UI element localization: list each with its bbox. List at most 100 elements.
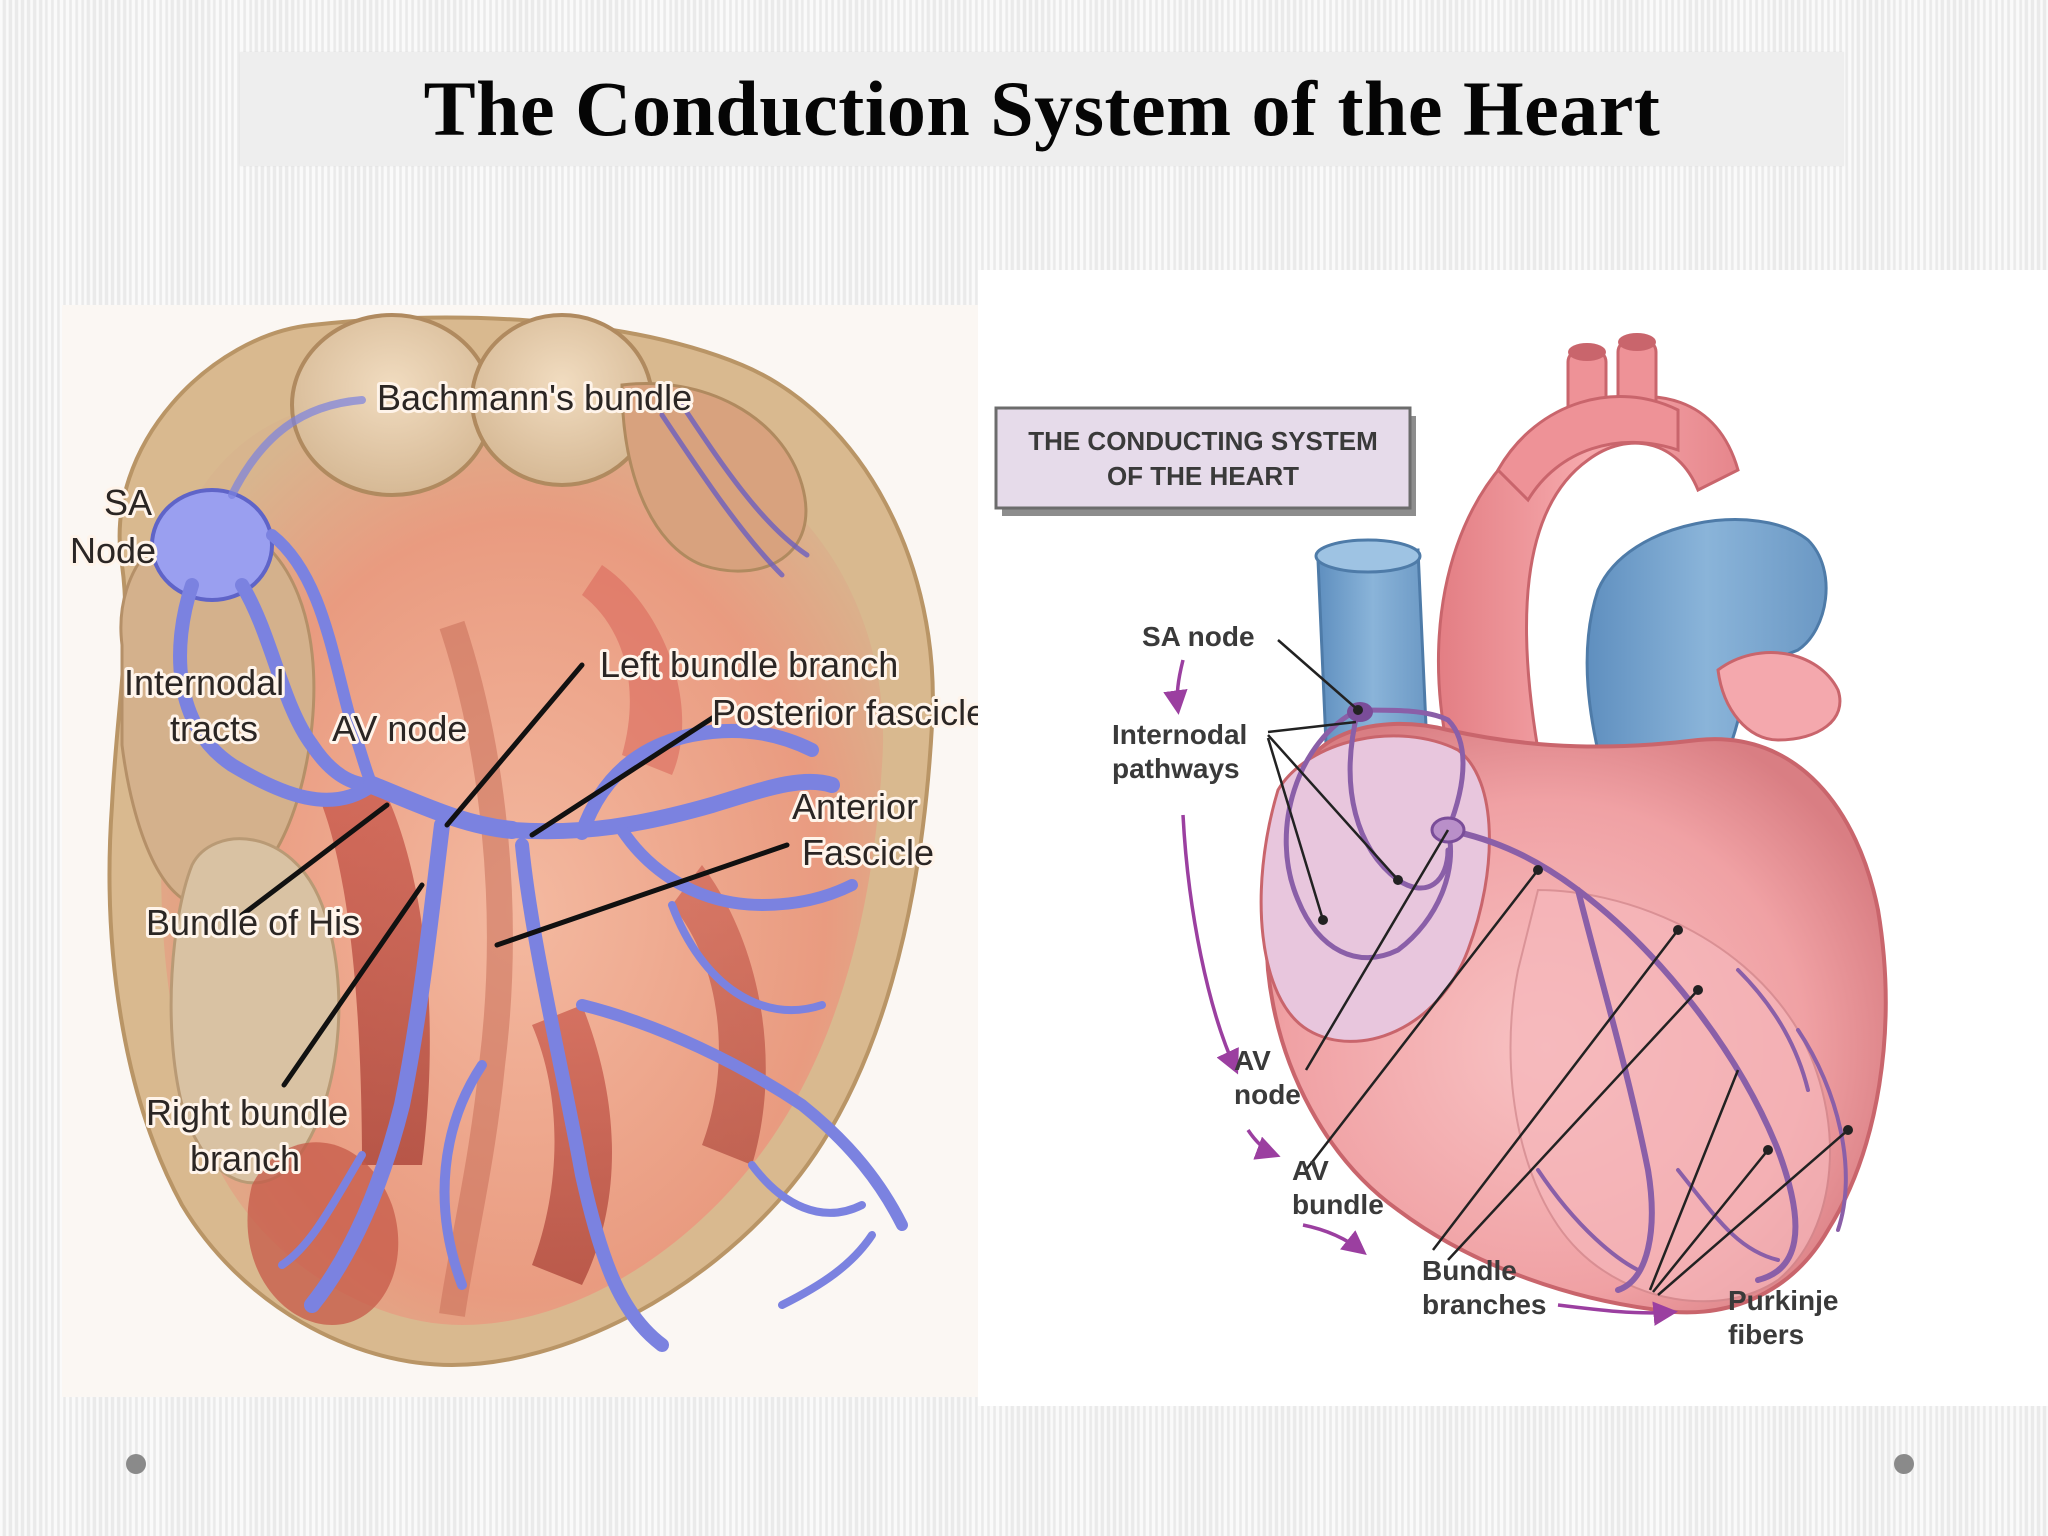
label-internodal-line1: Internodal <box>1112 719 1247 750</box>
leader-internodal-a <box>1267 720 1357 734</box>
label-sa-node-line1: SA <box>104 482 152 523</box>
left-heart-diagram: Bachmann's bundle SA Node Internodal tra… <box>67 313 978 1368</box>
label-left-bundle-branch: Left bundle branch <box>600 644 898 685</box>
conducting-box <box>994 406 1412 510</box>
label-av-node: AV node <box>332 708 467 749</box>
label-sa-node-line2: Node <box>70 530 156 571</box>
pointer-his <box>239 802 390 918</box>
papillary-muscle <box>247 1142 399 1325</box>
label-sa-node: SA node <box>1142 621 1255 652</box>
leader-av-bundle <box>1305 869 1539 1171</box>
leader-dot-1 <box>1353 705 1363 715</box>
leader-dot-7 <box>1763 1145 1773 1155</box>
av-bundle-path <box>1445 827 1581 893</box>
box-title-line1: THE CONDUCTING SYSTEM <box>1028 426 1378 456</box>
anterior-fascicle-path <box>616 824 858 911</box>
leader-sa <box>1277 639 1359 711</box>
pointer-posterior <box>529 712 720 838</box>
svc-opening <box>1314 538 1422 574</box>
left-anatomy-panel: Bachmann's bundle SA Node Internodal tra… <box>62 305 978 1397</box>
right-bundle-path-r <box>1575 887 1655 1293</box>
flow-arrows <box>1163 659 1678 1326</box>
label-anterior-line1: Anterior <box>792 786 918 827</box>
pointer-anterior <box>494 842 790 948</box>
leader-internodal-b <box>1267 734 1399 881</box>
label-av-bundle-line1: AV <box>1292 1155 1329 1186</box>
pointer-left-bundle <box>444 662 585 828</box>
purkinje-r-4 <box>1736 968 1810 1092</box>
internodal-1 <box>173 578 379 807</box>
label-internodal-line1: Internodal <box>124 662 284 703</box>
internodal-2 <box>235 578 379 792</box>
right-bundle-path <box>304 817 450 1313</box>
leader-bundle-branches-a <box>1432 929 1679 1251</box>
leader-dot-6 <box>1693 985 1703 995</box>
right-heart-diagram: THE CONDUCTING SYSTEM OF THE HEART <box>994 333 1888 1350</box>
label-rbb-line2: branch <box>190 1138 300 1179</box>
conduction-pathways <box>1283 707 1848 1293</box>
bundle-of-his-path <box>363 776 521 839</box>
label-purkinje-line2: fibers <box>1728 1319 1804 1350</box>
leader-dot-3 <box>1318 915 1328 925</box>
purkinje-1 <box>668 901 826 1014</box>
label-internodal-line2: tracts <box>170 708 258 749</box>
left-ventricle-branch-2 <box>576 999 908 1231</box>
left-pointer-lines <box>239 662 790 1088</box>
label-purkinje-line1: Purkinje <box>1728 1285 1838 1316</box>
aorta-branch-top-2 <box>1618 333 1656 351</box>
bachmann-fibers <box>659 412 785 578</box>
leader-purkinje-c <box>1657 1129 1849 1296</box>
label-bachmanns-bundle: Bachmann's bundle <box>377 377 692 418</box>
label-av-node-line2: node <box>1234 1079 1301 1110</box>
purkinje-4 <box>778 1231 876 1309</box>
label-av-node-line1: AV <box>1234 1045 1271 1076</box>
leader-purkinje-b <box>1652 1149 1769 1293</box>
left-bundle-path <box>504 773 840 840</box>
leader-internodal-c <box>1266 737 1325 921</box>
purkinje-5 <box>278 1151 366 1269</box>
label-rbb-line1: Right bundle <box>146 1092 348 1133</box>
right-atrium-cutaway <box>1259 734 1491 1043</box>
aorta-branch-top-1 <box>1568 343 1606 361</box>
page-title: The Conduction System of the Heart <box>423 65 1661 152</box>
leader-bundle-branches-b <box>1447 989 1699 1261</box>
arrow-bundle-branches <box>1302 1223 1367 1256</box>
purkinje-2 <box>439 1060 487 1290</box>
left-atrium <box>620 382 808 573</box>
label-av-bundle-line2: bundle <box>1292 1189 1384 1220</box>
left-bundle-path-r <box>1575 887 1799 1283</box>
conduction-network <box>150 396 908 1352</box>
label-posterior-fascicle: Posterior fascicle <box>712 692 978 733</box>
leader-dot-5 <box>1673 925 1683 935</box>
right-leader-lines <box>1266 639 1849 1296</box>
left-atrial-appendage <box>1716 651 1842 742</box>
label-bundle-branches-line2: branches <box>1422 1289 1547 1320</box>
right-illustration-panel: THE CONDUCTING SYSTEM OF THE HEART <box>978 270 2048 1406</box>
ventricle-cutaway <box>1509 888 1831 1303</box>
internodal-3 <box>266 529 378 791</box>
internodal-path-a <box>1283 707 1454 961</box>
slide-bullet-right <box>1894 1454 1914 1474</box>
label-anterior-line2: Fascicle <box>802 832 934 873</box>
purkinje-3 <box>748 1161 866 1217</box>
title-band: The Conduction System of the Heart <box>240 52 1844 166</box>
sa-node-blob <box>150 488 274 602</box>
slide-bullet-left <box>126 1454 146 1474</box>
leader-dot-4 <box>1533 865 1543 875</box>
label-internodal-line2: pathways <box>1112 753 1240 784</box>
arrow-purkinje <box>1557 1301 1678 1326</box>
muscle-band-3 <box>672 865 766 1165</box>
arrow-av-bundle <box>1246 1129 1281 1160</box>
label-bundle-of-his: Bundle of His <box>146 902 360 943</box>
bachmann-path <box>228 396 366 499</box>
leader-purkinje-a <box>1648 1069 1740 1291</box>
muscle-band-4 <box>582 565 683 775</box>
leader-av-node <box>1304 829 1450 1071</box>
leader-dot-2 <box>1393 875 1403 885</box>
label-bundle-branches-line1: Bundle <box>1422 1255 1517 1286</box>
box-title-line2: OF THE HEART <box>1107 461 1299 491</box>
septum <box>439 620 513 1317</box>
purkinje-r-1 <box>1796 1028 1848 1232</box>
purkinje-r-3 <box>1536 1168 1640 1272</box>
internodal-path-b <box>1347 707 1451 891</box>
